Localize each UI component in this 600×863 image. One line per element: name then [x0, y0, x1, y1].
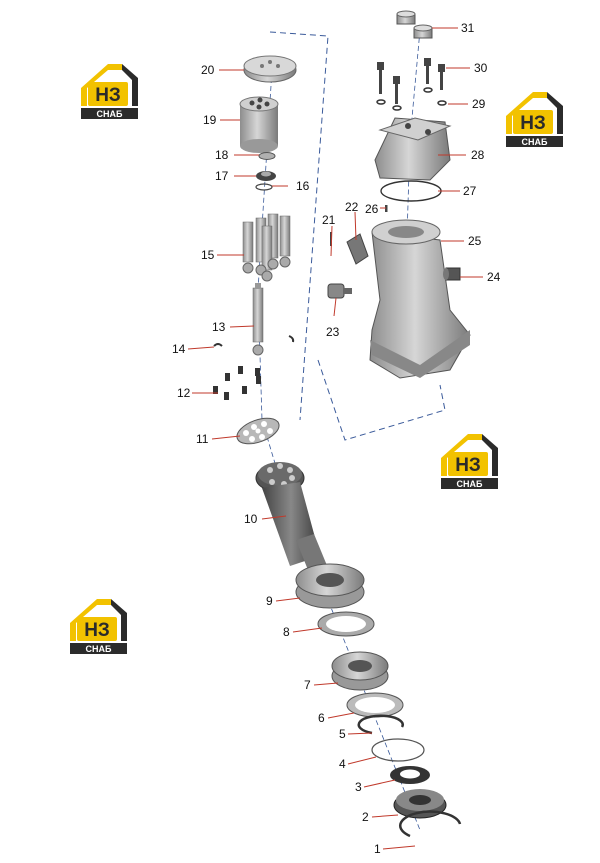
part-1-retaining-ring [399, 810, 462, 838]
logo-mark: НЗ СНАБ [81, 64, 138, 119]
part-21-pin [330, 232, 332, 246]
part-number-24: 24 [487, 270, 501, 284]
logo-watermark-1: НЗ СНАБ [78, 58, 142, 120]
part-number-3: 3 [355, 780, 362, 794]
leader-lines [187, 27, 483, 850]
part-14-clip [213, 343, 223, 347]
logo-mark: НЗ СНАБ [506, 92, 563, 147]
part-number-7: 7 [304, 678, 311, 692]
part-number-16: 16 [296, 179, 310, 193]
part-number-14: 14 [172, 342, 186, 356]
part-22-plate [346, 233, 369, 265]
part-number-18: 18 [215, 148, 229, 162]
part-number-31: 31 [461, 21, 475, 35]
part-number-10: 10 [244, 512, 258, 526]
part-26-pin [385, 205, 388, 212]
svg-text:СНАБ: СНАБ [522, 137, 548, 147]
part-12-screws [213, 366, 261, 400]
part-4-o-ring [371, 738, 425, 762]
part-27-o-ring [380, 180, 442, 202]
assembly-outline [269, 31, 446, 441]
part-14-clip-right [288, 335, 295, 343]
part-number-1: 1 [374, 842, 381, 856]
part-8-spacer-ring [317, 611, 375, 637]
part-23-fitting [327, 283, 352, 299]
part-19-cylinder-block [239, 96, 279, 153]
part-6-shim [346, 692, 404, 718]
part-number-8: 8 [283, 625, 290, 639]
part-number-15: 15 [201, 248, 215, 262]
part-28-end-cover [374, 117, 452, 181]
part-number-25: 25 [468, 234, 482, 248]
part-17-ring [256, 171, 276, 181]
part-3-shaft-seal [390, 766, 430, 784]
part-10-drive-shaft [255, 462, 328, 575]
svg-text:СНАБ: СНАБ [97, 109, 123, 119]
part-15-pistons [242, 213, 291, 282]
part-number-17: 17 [215, 169, 229, 183]
part-number-21: 21 [322, 213, 336, 227]
part-number-12: 12 [177, 386, 191, 400]
part-number-9: 9 [266, 594, 273, 608]
part-number-30: 30 [474, 61, 488, 75]
part-25-housing [369, 219, 471, 379]
part-number-13: 13 [212, 320, 226, 334]
part-24-plug [443, 267, 461, 281]
svg-text:НЗ: НЗ [520, 113, 546, 134]
logo-watermark-3: НЗ СНАБ [438, 428, 502, 490]
part-number-29: 29 [472, 97, 486, 111]
logo-mark: НЗ СНАБ [70, 599, 127, 654]
svg-text:СНАБ: СНАБ [457, 479, 483, 489]
logo-mark: НЗ СНАБ [441, 434, 498, 489]
part-31-caps [396, 10, 433, 39]
part-30-bolts [377, 58, 445, 104]
part-9-bearing [295, 563, 365, 609]
part-13-center-pin [252, 283, 264, 356]
svg-text:НЗ: НЗ [95, 85, 121, 106]
part-number-26: 26 [365, 202, 379, 216]
part-number-19: 19 [203, 113, 217, 127]
part-number-11: 11 [196, 432, 209, 446]
svg-text:НЗ: НЗ [455, 455, 481, 476]
part-7-bearing [331, 651, 389, 691]
svg-text:СНАБ: СНАБ [86, 644, 112, 654]
part-number-20: 20 [201, 63, 215, 77]
part-29-washers [376, 87, 447, 111]
part-number-4: 4 [339, 757, 346, 771]
logo-watermark-2: НЗ СНАБ [503, 86, 567, 148]
part-11-return-plate [236, 417, 280, 445]
part-number-2: 2 [362, 810, 369, 824]
part-18-washer [258, 152, 276, 160]
part-5-snap-ring [357, 714, 404, 735]
part-number-23: 23 [326, 325, 340, 339]
logo-watermark-4: НЗ СНАБ [67, 593, 131, 655]
part-number-6: 6 [318, 711, 325, 725]
svg-text:НЗ: НЗ [84, 620, 110, 641]
part-number-22: 22 [345, 200, 359, 214]
part-20-valve-plate [243, 55, 297, 83]
part-number-5: 5 [339, 727, 346, 741]
part-number-27: 27 [463, 184, 477, 198]
part-number-28: 28 [471, 148, 485, 162]
part-16-o-ring [255, 183, 273, 191]
